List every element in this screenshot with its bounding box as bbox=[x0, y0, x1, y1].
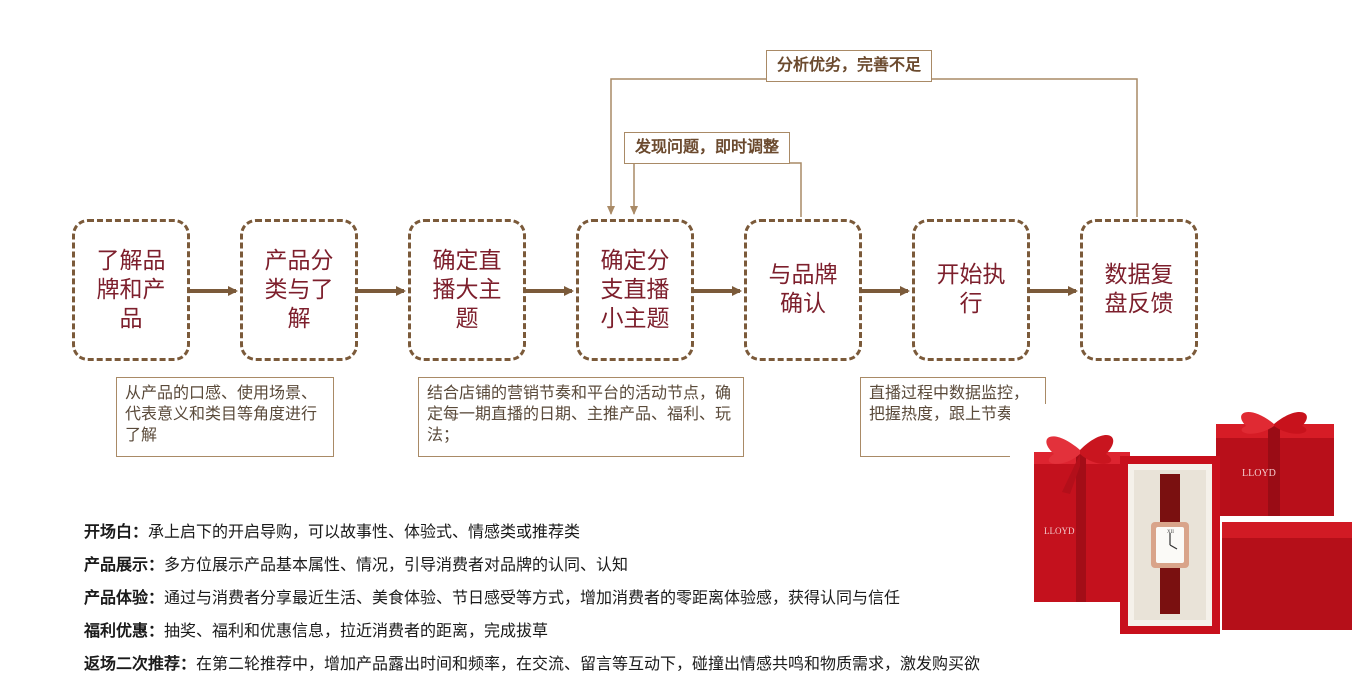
step-label: 与品牌确认 bbox=[768, 262, 838, 317]
step-label: 开始执行 bbox=[936, 262, 1006, 317]
box-brand-label: LLOYD bbox=[1242, 468, 1276, 479]
step-label: 了解品牌和产品 bbox=[96, 247, 166, 332]
live-stage-list: 开场白：承上启下的开启导购，可以故事性、体验式、情感类或推荐类 产品展示：多方位… bbox=[84, 515, 1124, 680]
stage-desc: 通过与消费者分享最近生活、美食体验、节日感受等方式，增加消费者的零距离体验感，获… bbox=[164, 588, 901, 607]
stage-term: 返场二次推荐： bbox=[84, 654, 197, 673]
list-item: 福利优惠：抽奖、福利和优惠信息，拉近消费者的距离，完成拔草 bbox=[84, 614, 1124, 647]
note-box-2: 结合店铺的营销节奏和平台的活动节点，确定每一期直播的日期、主推产品、福利、玩法； bbox=[418, 377, 744, 457]
feedback-tag-outer: 分析优劣，完善不足 bbox=[766, 50, 933, 82]
svg-text:LLOYD: LLOYD bbox=[1044, 526, 1075, 536]
stage-desc: 多方位展示产品基本属性、情况，引导消费者对品牌的认同、认知 bbox=[164, 555, 629, 574]
step-box-3: 确定直播大主题 bbox=[408, 219, 526, 361]
step-label: 确定分支直播小主题 bbox=[600, 247, 670, 332]
list-item: 返场二次推荐：在第二轮推荐中，增加产品露出时间和频率，在交流、留言等互动下，碰撞… bbox=[84, 647, 1124, 680]
watch-box: XII bbox=[1120, 456, 1220, 634]
feedback-loop-inner bbox=[630, 162, 802, 217]
gift-box-left: LLOYD bbox=[1034, 434, 1130, 602]
svg-text:XII: XII bbox=[1167, 530, 1174, 535]
list-item: 产品展示：多方位展示产品基本属性、情况，引导消费者对品牌的认同、认知 bbox=[84, 548, 1124, 581]
gift-box-back-right: LLOYD bbox=[1216, 411, 1334, 516]
stage-term: 产品展示： bbox=[84, 555, 165, 574]
step-label: 产品分类与了解 bbox=[264, 247, 334, 332]
gift-box-right bbox=[1222, 522, 1352, 630]
stage-term: 福利优惠： bbox=[84, 621, 165, 640]
step-box-6: 开始执行 bbox=[912, 219, 1030, 361]
step-box-2: 产品分类与了解 bbox=[240, 219, 358, 361]
stage-term: 产品体验： bbox=[84, 588, 165, 607]
step-box-7: 数据复盘反馈 bbox=[1080, 219, 1198, 361]
step-label: 数据复盘反馈 bbox=[1104, 262, 1174, 317]
stage-desc: 承上启下的开启导购，可以故事性、体验式、情感类或推荐类 bbox=[148, 522, 581, 541]
stage-term: 开场白： bbox=[84, 522, 149, 541]
note-box-3: 直播过程中数据监控，把握热度，跟上节奏 bbox=[860, 377, 1046, 457]
feedback-tag-inner: 发现问题，即时调整 bbox=[624, 132, 791, 164]
step-box-1: 了解品牌和产品 bbox=[72, 219, 190, 361]
product-photo: LLOYD LLOYD XII bbox=[1010, 404, 1362, 640]
step-box-4: 确定分支直播小主题 bbox=[576, 219, 694, 361]
stage-desc: 在第二轮推荐中，增加产品露出时间和频率，在交流、留言等互动下，碰撞出情感共鸣和物… bbox=[196, 654, 981, 673]
step-label: 确定直播大主题 bbox=[432, 247, 502, 332]
note-box-1: 从产品的口感、使用场景、代表意义和类目等角度进行了解 bbox=[116, 377, 334, 457]
list-item: 产品体验：通过与消费者分享最近生活、美食体验、节日感受等方式，增加消费者的零距离… bbox=[84, 581, 1124, 614]
stage-desc: 抽奖、福利和优惠信息，拉近消费者的距离，完成拔草 bbox=[164, 621, 549, 640]
list-item: 开场白：承上启下的开启导购，可以故事性、体验式、情感类或推荐类 bbox=[84, 515, 1124, 548]
step-box-5: 与品牌确认 bbox=[744, 219, 862, 361]
